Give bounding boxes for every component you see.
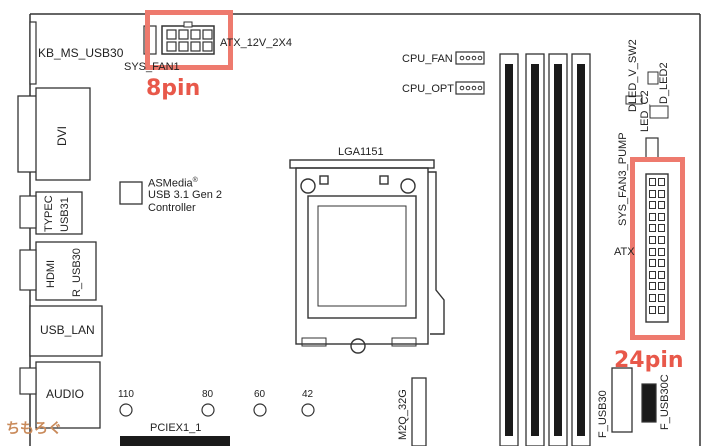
atx-24pin-pin xyxy=(658,294,665,302)
cpu-opt-label: CPU_OPT xyxy=(402,83,454,95)
atx-24pin-pin xyxy=(658,259,665,268)
sys-fan3-pump-label: SYS_FAN3_PUMP xyxy=(617,132,629,226)
site-watermark: ちもろぐ xyxy=(6,421,62,437)
lga1151-socket xyxy=(289,159,445,354)
f-usb30-header xyxy=(611,367,633,433)
dimm-slots xyxy=(499,53,591,446)
atx-label: ATX xyxy=(614,246,635,258)
dvi-bracket xyxy=(35,87,91,181)
pciex1-label: PCIEX1_1 xyxy=(150,422,202,434)
atx-24pin-pin xyxy=(658,247,665,256)
atx-24pin-pin xyxy=(649,270,656,279)
m2q-label: M2Q_32G xyxy=(397,389,409,440)
pin24-annotation: 24pin xyxy=(614,348,684,373)
m2-slot xyxy=(411,377,427,446)
f-usb30c-label: F_USB30C xyxy=(659,374,671,430)
atx-24pin-pin xyxy=(649,247,656,256)
atx-12v-connector xyxy=(161,21,215,55)
atx-24pin-pin xyxy=(649,224,656,233)
atx-24pin-highlight xyxy=(630,157,685,340)
f-usb30-label: F_USB30 xyxy=(597,390,609,438)
dled-v-sw2-label: DLED_V_SW2 xyxy=(627,39,639,112)
atx-24pin-pin xyxy=(658,189,665,198)
m2-standoff-60 xyxy=(253,403,267,417)
asmedia-controller-label: Controller xyxy=(148,202,196,214)
audio-side xyxy=(19,367,37,395)
usb-lan-port xyxy=(29,305,103,357)
atx-24pin-pin xyxy=(649,294,656,302)
usb31-label: USB31 xyxy=(59,197,71,232)
atx-24pin-pin xyxy=(658,236,665,244)
r-usb30-label: R_USB30 xyxy=(71,248,83,297)
atx-24pin-pin xyxy=(658,224,665,233)
audio-port xyxy=(35,361,101,429)
atx-24pin-pin xyxy=(649,178,656,186)
hdmi-port xyxy=(35,241,97,301)
atx-24pin-pin xyxy=(658,270,665,279)
cpu-opt-header xyxy=(455,81,485,95)
asmedia-chip xyxy=(119,181,143,205)
lga1151-label: LGA1151 xyxy=(338,146,384,158)
atx-12v-label: ATX_12V_2X4 xyxy=(220,37,292,49)
m2-standoff-80 xyxy=(201,403,215,417)
typec-label: TYPEC xyxy=(43,195,55,232)
usb-lan-label: USB_LAN xyxy=(40,323,95,337)
typec-port xyxy=(35,191,83,235)
m2-standoff-42 xyxy=(301,403,315,417)
dled-headers xyxy=(625,71,669,119)
atx-24pin-pin xyxy=(649,259,656,268)
atx-24pin-pin xyxy=(658,178,665,186)
audio-label: AUDIO xyxy=(46,387,85,401)
atx-12v-highlight xyxy=(145,10,233,70)
hdmi-side xyxy=(19,249,37,291)
cpu-fan-header xyxy=(455,51,485,65)
pin8-annotation: 8pin xyxy=(146,76,201,101)
atx-24pin-pin xyxy=(649,212,656,221)
atx-24pin-pin xyxy=(649,236,656,244)
dvi-label: DVI xyxy=(55,125,69,146)
atx-24pin-grid xyxy=(648,177,666,319)
atx-24pin-pin xyxy=(649,189,656,198)
pciex1-slot xyxy=(120,436,230,446)
kb-ms-usb30-label: KB_MS_USB30 xyxy=(38,46,124,60)
atx-24pin-pin xyxy=(658,305,665,314)
atx-24pin-pin xyxy=(658,212,665,221)
led-c2-label: LED_C2 xyxy=(639,90,651,132)
d-led2-label: D_LED2 xyxy=(658,62,670,104)
hdmi-label: HDMI xyxy=(45,259,57,288)
asmedia-usb-label: USB 3.1 Gen 2 xyxy=(148,189,222,201)
cpu-fan-label: CPU_FAN xyxy=(402,53,453,65)
m2-80-label: 80 xyxy=(202,389,214,400)
atx-24pin-pin xyxy=(649,305,656,314)
m2-110-label: 110 xyxy=(118,389,134,400)
m2-standoff-110 xyxy=(119,403,133,417)
m2-42-label: 42 xyxy=(302,389,314,400)
sys-fan1-label: SYS_FAN1 xyxy=(124,61,180,73)
atx-24pin-pin xyxy=(649,201,656,210)
kb-ms-usb30-port xyxy=(29,21,37,85)
typec-side xyxy=(19,195,37,229)
atx-24pin-pin xyxy=(649,282,656,291)
f-usb30c-header xyxy=(641,383,657,423)
atx-24pin-pin xyxy=(658,282,665,291)
atx-24pin-pin xyxy=(658,201,665,210)
m2-60-label: 60 xyxy=(254,389,266,400)
asmedia-label: ASMedia® xyxy=(148,177,198,190)
